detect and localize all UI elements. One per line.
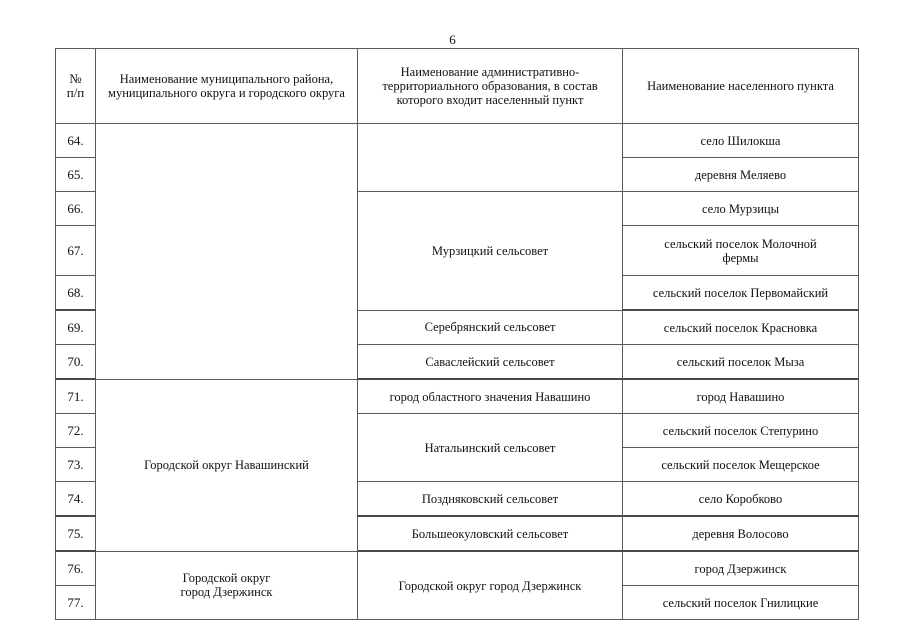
column-header-number: № п/п bbox=[55, 48, 96, 124]
district-cell-navashinsky: Городской округ Навашинский bbox=[95, 378, 358, 552]
settlement-cell: деревня Волосово bbox=[622, 515, 859, 552]
row-number: 68. bbox=[55, 275, 96, 311]
row-number: 71. bbox=[55, 378, 96, 414]
settlement-cell: сельский поселок Гнилицкие bbox=[622, 585, 859, 620]
table-row: 67. сельский поселок Молочной фермы bbox=[55, 225, 859, 276]
settlements-table: № п/п Наименование муниципального района… bbox=[55, 48, 859, 620]
table-row: 68. сельский поселок Первомайский bbox=[55, 275, 859, 311]
admin-cell-dzerzhinsk: Городской округ город Дзержинск bbox=[357, 550, 623, 620]
admin-cell-savasleysky: Саваслейский сельсовет bbox=[357, 344, 623, 380]
column-header-number-line2: п/п bbox=[66, 85, 85, 100]
column-header-settlement: Наименование населенного пункта bbox=[622, 48, 859, 124]
admin-cell-murzicky: Мурзицкий сельсовет bbox=[357, 191, 623, 311]
table-row: 75. Большеокуловский сельсовет деревня В… bbox=[55, 515, 859, 552]
row-number: 75. bbox=[55, 515, 96, 552]
settlement-cell: сельский поселок Красновка bbox=[622, 309, 859, 345]
settlement-cell: сельский поселок Мыза bbox=[622, 344, 859, 380]
row-number: 69. bbox=[55, 309, 96, 345]
row-number: 77. bbox=[55, 585, 96, 620]
district-cell-empty bbox=[95, 123, 358, 380]
table-row: 77. сельский поселок Гнилицкие bbox=[55, 585, 859, 620]
row-number: 65. bbox=[55, 157, 96, 192]
admin-cell-serebryansky: Серебрянский сельсовет bbox=[357, 309, 623, 345]
row-number: 72. bbox=[55, 413, 96, 448]
district-cell-dzerzhinsk: Городской округ город Дзержинск bbox=[95, 550, 358, 620]
settlement-cell-line2: фермы bbox=[722, 250, 759, 265]
row-number: 64. bbox=[55, 123, 96, 158]
settlement-cell: деревня Меляево bbox=[622, 157, 859, 192]
admin-cell-empty bbox=[357, 123, 623, 192]
settlement-cell-line1: сельский поселок Молочной bbox=[664, 236, 817, 251]
table-header: № п/п Наименование муниципального района… bbox=[55, 48, 859, 124]
table-row: 64. село Шилокша bbox=[55, 123, 859, 380]
row-number: 76. bbox=[55, 550, 96, 586]
district-cell-dzerzhinsk-line1: Городской округ bbox=[182, 571, 271, 586]
district-cell-dzerzhinsk-line2: город Дзержинск bbox=[180, 585, 273, 600]
table-row: 71. Городской округ Навашинский город об… bbox=[55, 378, 859, 552]
row-number: 66. bbox=[55, 191, 96, 226]
row-number: 67. bbox=[55, 225, 96, 276]
header-row: № п/п Наименование муниципального района… bbox=[55, 48, 859, 124]
table-row: 65. деревня Меляево bbox=[55, 157, 859, 192]
settlement-cell: село Коробково bbox=[622, 481, 859, 517]
table-row: 74. Поздняковский сельсовет село Коробко… bbox=[55, 481, 859, 517]
settlement-cell: сельский поселок Степурино bbox=[622, 413, 859, 448]
table-row: 66. Мурзицкий сельсовет село Мурзицы bbox=[55, 191, 859, 311]
column-header-number-line1: № bbox=[69, 71, 82, 86]
row-number: 70. bbox=[55, 344, 96, 380]
table-row: 70. Саваслейский сельсовет сельский посе… bbox=[55, 344, 859, 380]
admin-cell-natalinsky: Натальинский сельсовет bbox=[357, 413, 623, 482]
settlement-cell: сельский поселок Мещерское bbox=[622, 447, 859, 482]
column-header-admin-unit: Наименование административно-территориал… bbox=[357, 48, 623, 124]
admin-cell-pozdnyakovsky: Поздняковский сельсовет bbox=[357, 481, 623, 517]
table-row: 72. Натальинский сельсовет сельский посе… bbox=[55, 413, 859, 482]
table-body: 64. село Шилокша 65. деревня Меляево 66.… bbox=[55, 123, 859, 620]
settlement-cell: сельский поселок Молочной фермы bbox=[622, 225, 859, 276]
column-header-district: Наименование муниципального района, муни… bbox=[95, 48, 358, 124]
settlement-cell: село Шилокша bbox=[622, 123, 859, 158]
settlement-cell: сельский поселок Первомайский bbox=[622, 275, 859, 311]
page-number: 6 bbox=[449, 32, 456, 47]
settlement-cell: город Навашино bbox=[622, 378, 859, 414]
table-row: 73. сельский поселок Мещерское bbox=[55, 447, 859, 482]
table-row: 69. Серебрянский сельсовет сельский посе… bbox=[55, 309, 859, 345]
admin-cell-navashino-city: город областного значения Навашино bbox=[357, 378, 623, 414]
row-number: 73. bbox=[55, 447, 96, 482]
settlement-cell: село Мурзицы bbox=[622, 191, 859, 226]
settlement-cell: город Дзержинск bbox=[622, 550, 859, 586]
admin-cell-bolsheokulovsky: Большеокуловский сельсовет bbox=[357, 515, 623, 552]
table-row: 76. Городской округ город Дзержинск Горо… bbox=[55, 550, 859, 620]
row-number: 74. bbox=[55, 481, 96, 517]
